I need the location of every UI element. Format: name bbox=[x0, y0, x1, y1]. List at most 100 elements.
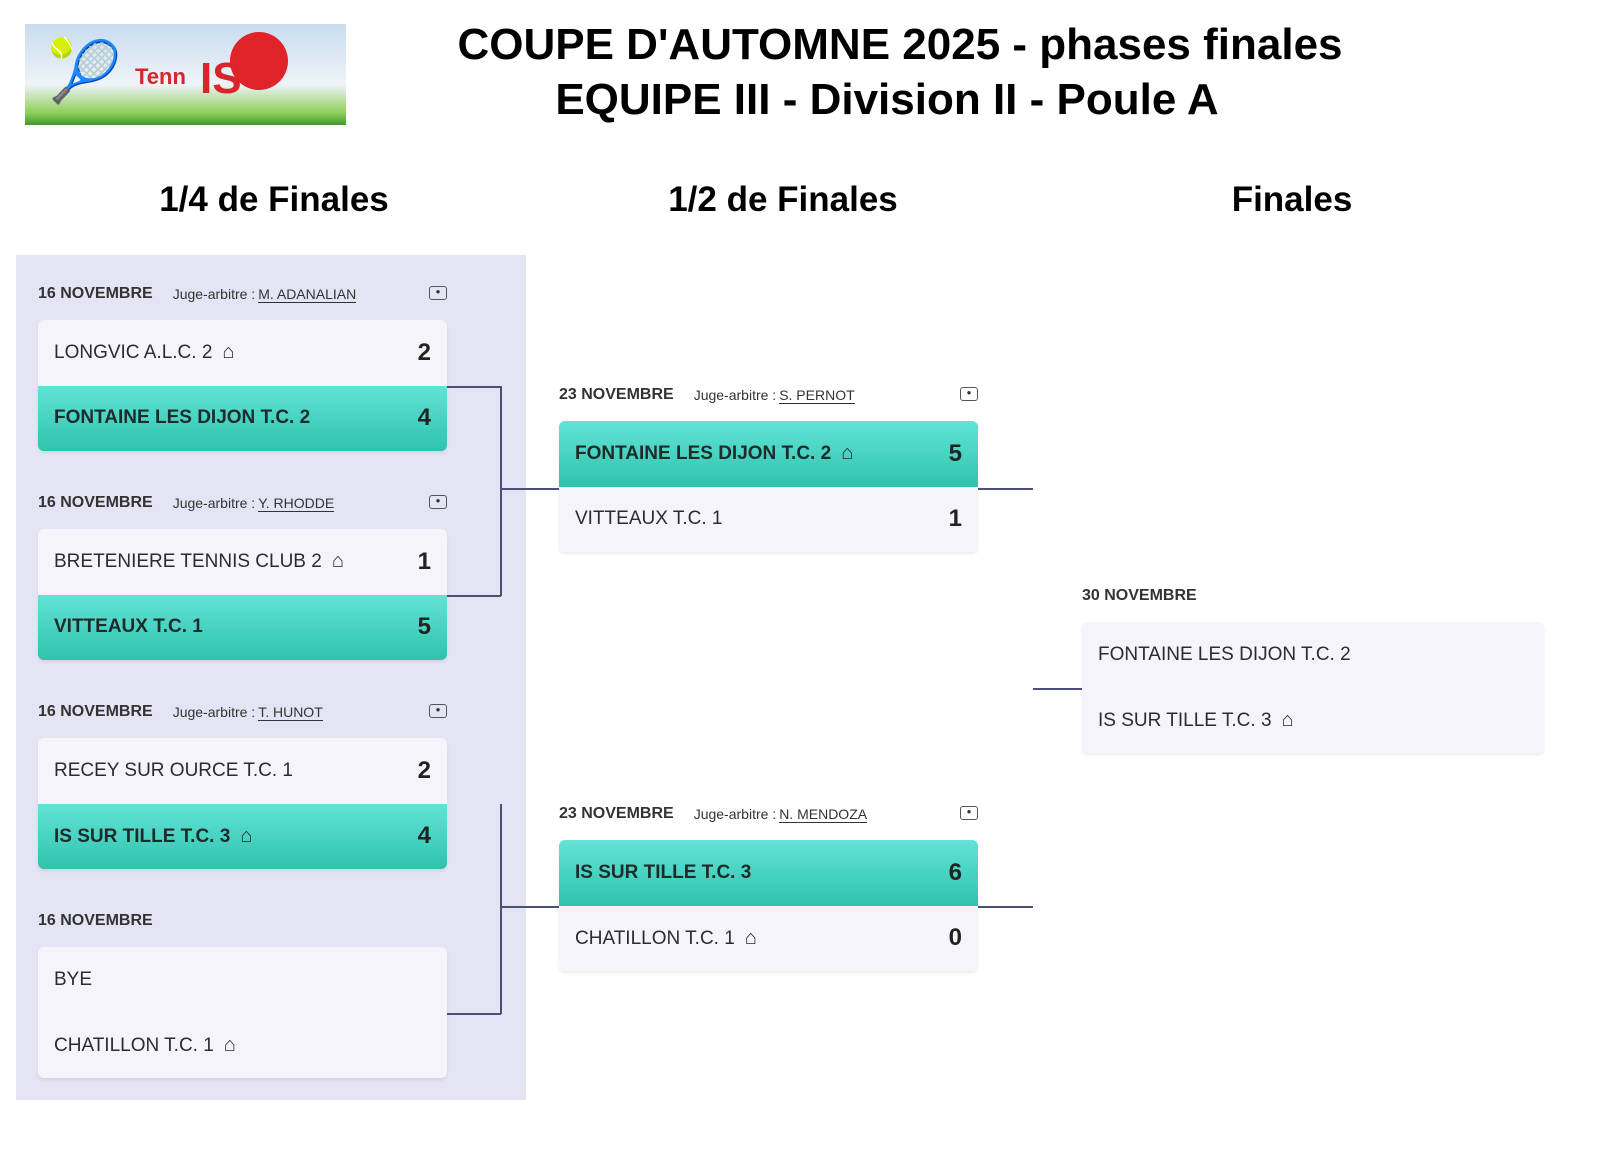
match-date: 16 NOVEMBRE bbox=[38, 494, 153, 511]
page-subtitle: EQUIPE III - Division II - Poule A bbox=[555, 75, 1219, 124]
team-name-wrap: FONTAINE LES DIJON T.C. 2 ⌂ bbox=[575, 442, 853, 465]
match-sheet-icon[interactable]: ● bbox=[429, 704, 447, 718]
connector-line bbox=[500, 906, 559, 908]
team-row[interactable]: BYE bbox=[38, 947, 447, 1013]
team-score: 6 bbox=[948, 858, 962, 886]
team-row[interactable]: LONGVIC A.L.C. 2⌂2 bbox=[38, 320, 447, 386]
match-card[interactable]: FONTAINE LES DIJON T.C. 2 IS SUR TILLE T.… bbox=[1082, 622, 1544, 753]
team-name: LONGVIC A.L.C. 2 bbox=[54, 342, 213, 364]
match-3: 16 NOVEMBRE Juge-arbitre :T. HUNOT ● RECEY … bbox=[38, 698, 447, 869]
referee-name[interactable]: S. PERNOT bbox=[779, 386, 855, 404]
home-icon: ⌂ bbox=[1281, 708, 1294, 731]
home-icon: ⌂ bbox=[331, 550, 344, 573]
home-icon: ⌂ bbox=[223, 1033, 236, 1056]
match-date: 16 NOVEMBRE bbox=[38, 912, 153, 929]
team-name-wrap: IS SUR TILLE T.C. 3⌂ bbox=[1098, 709, 1294, 732]
team-score: 2 bbox=[417, 756, 431, 784]
logo-text-tenn: Tenn bbox=[135, 64, 186, 89]
team-name-wrap: IS SUR TILLE T.C. 3 ⌂ bbox=[54, 825, 252, 848]
round-title-quarter: 1/4 de Finales bbox=[159, 180, 389, 219]
team-score: 4 bbox=[417, 822, 431, 850]
team-row[interactable]: FONTAINE LES DIJON T.C. 2 4 bbox=[38, 385, 447, 451]
match-5: 23 NOVEMBRE Juge-arbitre :S. PERNOT ● FONTA… bbox=[559, 381, 978, 552]
team-row[interactable]: VITTEAUX T.C. 1 5 bbox=[38, 594, 447, 660]
match-header: 16 NOVEMBRE Juge-arbitre :T. HUNOT ● bbox=[38, 698, 447, 726]
match-7: 30 NOVEMBRE FONTAINE LES DIJON T.C. 2 IS S… bbox=[1082, 582, 1544, 753]
team-name: VITTEAUX T.C. 1 bbox=[575, 508, 723, 530]
referee-label: Juge-arbitre : bbox=[172, 704, 256, 720]
team-score: 4 bbox=[417, 404, 431, 432]
team-score: 1 bbox=[948, 505, 962, 533]
referee-label: Juge-arbitre : bbox=[693, 806, 777, 822]
round-title-semi: 1/2 de Finales bbox=[668, 180, 898, 219]
referee-name[interactable]: M. ADANALIAN bbox=[258, 285, 357, 303]
match-header: 30 NOVEMBRE bbox=[1082, 582, 1544, 610]
match-6: 23 NOVEMBRE Juge-arbitre :N. MENDOZA ● IS S… bbox=[559, 800, 978, 971]
team-name: CHATILLON T.C. 1 bbox=[575, 927, 735, 949]
referee-name[interactable]: N. MENDOZA bbox=[779, 805, 868, 823]
team-row[interactable]: FONTAINE LES DIJON T.C. 2 ⌂ 5 bbox=[559, 421, 978, 487]
logo-text-is: IS bbox=[200, 54, 242, 103]
match-4: 16 NOVEMBRE BYE CHATILLON T.C. 1⌂ bbox=[38, 907, 447, 1078]
team-name: FONTAINE LES DIJON T.C. 2 bbox=[54, 407, 311, 429]
referee-name[interactable]: Y. RHODDE bbox=[258, 494, 335, 512]
match-sheet-icon[interactable]: ● bbox=[429, 286, 447, 300]
team-name-wrap: VITTEAUX T.C. 1 bbox=[575, 508, 722, 530]
team-row[interactable]: CHATILLON T.C. 1⌂ bbox=[38, 1012, 447, 1078]
home-icon: ⌂ bbox=[240, 824, 253, 847]
match-sheet-icon[interactable]: ● bbox=[960, 387, 978, 401]
team-score: 1 bbox=[417, 547, 431, 575]
team-name-wrap: IS SUR TILLE T.C. 3 bbox=[575, 862, 751, 884]
referee-label: Juge-arbitre : bbox=[693, 387, 777, 403]
home-icon: ⌂ bbox=[841, 442, 854, 465]
team-row[interactable]: VITTEAUX T.C. 1 1 bbox=[559, 486, 978, 552]
team-name: IS SUR TILLE T.C. 3 bbox=[54, 825, 231, 847]
team-score: 5 bbox=[948, 439, 962, 467]
connector-line bbox=[500, 804, 502, 1014]
match-sheet-icon[interactable]: ● bbox=[960, 806, 978, 820]
match-date: 30 NOVEMBRE bbox=[1082, 587, 1197, 604]
team-row[interactable]: BRETENIERE TENNIS CLUB 2⌂1 bbox=[38, 529, 447, 595]
team-name: BYE bbox=[54, 968, 93, 990]
match-header: 23 NOVEMBRE Juge-arbitre :N. MENDOZA ● bbox=[559, 800, 978, 828]
referee-name[interactable]: T. HUNOT bbox=[258, 703, 323, 721]
team-row[interactable]: FONTAINE LES DIJON T.C. 2 bbox=[1082, 622, 1544, 688]
team-row[interactable]: IS SUR TILLE T.C. 3 ⌂ 4 bbox=[38, 803, 447, 869]
team-name: FONTAINE LES DIJON T.C. 2 bbox=[575, 443, 832, 465]
tennis-ball-icon bbox=[230, 32, 288, 90]
page-title: COUPE D'AUTOMNE 2025 - phases finales bbox=[457, 20, 1343, 69]
team-score: 5 bbox=[417, 613, 431, 641]
team-row[interactable]: IS SUR TILLE T.C. 3 6 bbox=[559, 840, 978, 906]
team-score: 2 bbox=[417, 338, 431, 366]
home-icon: ⌂ bbox=[744, 926, 757, 949]
team-row[interactable]: RECEY SUR OURCE T.C. 1 2 bbox=[38, 738, 447, 804]
match-header: 16 NOVEMBRE Juge-arbitre :Y. RHODDE ● bbox=[38, 489, 447, 517]
referee-label: Juge-arbitre : bbox=[172, 286, 256, 302]
match-card[interactable]: RECEY SUR OURCE T.C. 1 2 IS SUR TILLE T.C.… bbox=[38, 738, 447, 869]
team-name-wrap: FONTAINE LES DIJON T.C. 2 bbox=[1098, 644, 1351, 666]
team-row[interactable]: IS SUR TILLE T.C. 3⌂ bbox=[1082, 687, 1544, 753]
team-name-wrap: CHATILLON T.C. 1 ⌂ bbox=[575, 927, 757, 950]
connector-line bbox=[500, 386, 502, 596]
team-score: 0 bbox=[948, 924, 962, 952]
match-sheet-icon[interactable]: ● bbox=[429, 495, 447, 509]
match-date: 23 NOVEMBRE bbox=[559, 386, 674, 403]
match-card[interactable]: BYE CHATILLON T.C. 1⌂ bbox=[38, 947, 447, 1078]
connector-line bbox=[447, 386, 501, 388]
match-date: 16 NOVEMBRE bbox=[38, 285, 153, 302]
team-row[interactable]: CHATILLON T.C. 1 ⌂ 0 bbox=[559, 905, 978, 971]
referee-label: Juge-arbitre : bbox=[172, 495, 256, 511]
match-date: 23 NOVEMBRE bbox=[559, 805, 674, 822]
match-header: 16 NOVEMBRE Juge-arbitre :M. ADANALIAN ● bbox=[38, 280, 447, 308]
team-name: VITTEAUX T.C. 1 bbox=[54, 616, 203, 638]
connector-line bbox=[1033, 688, 1082, 690]
match-header: 16 NOVEMBRE bbox=[38, 907, 447, 935]
team-name-wrap: FONTAINE LES DIJON T.C. 2 bbox=[54, 407, 310, 429]
team-name: RECEY SUR OURCE T.C. 1 bbox=[54, 759, 293, 781]
match-date: 16 NOVEMBRE bbox=[38, 703, 153, 720]
